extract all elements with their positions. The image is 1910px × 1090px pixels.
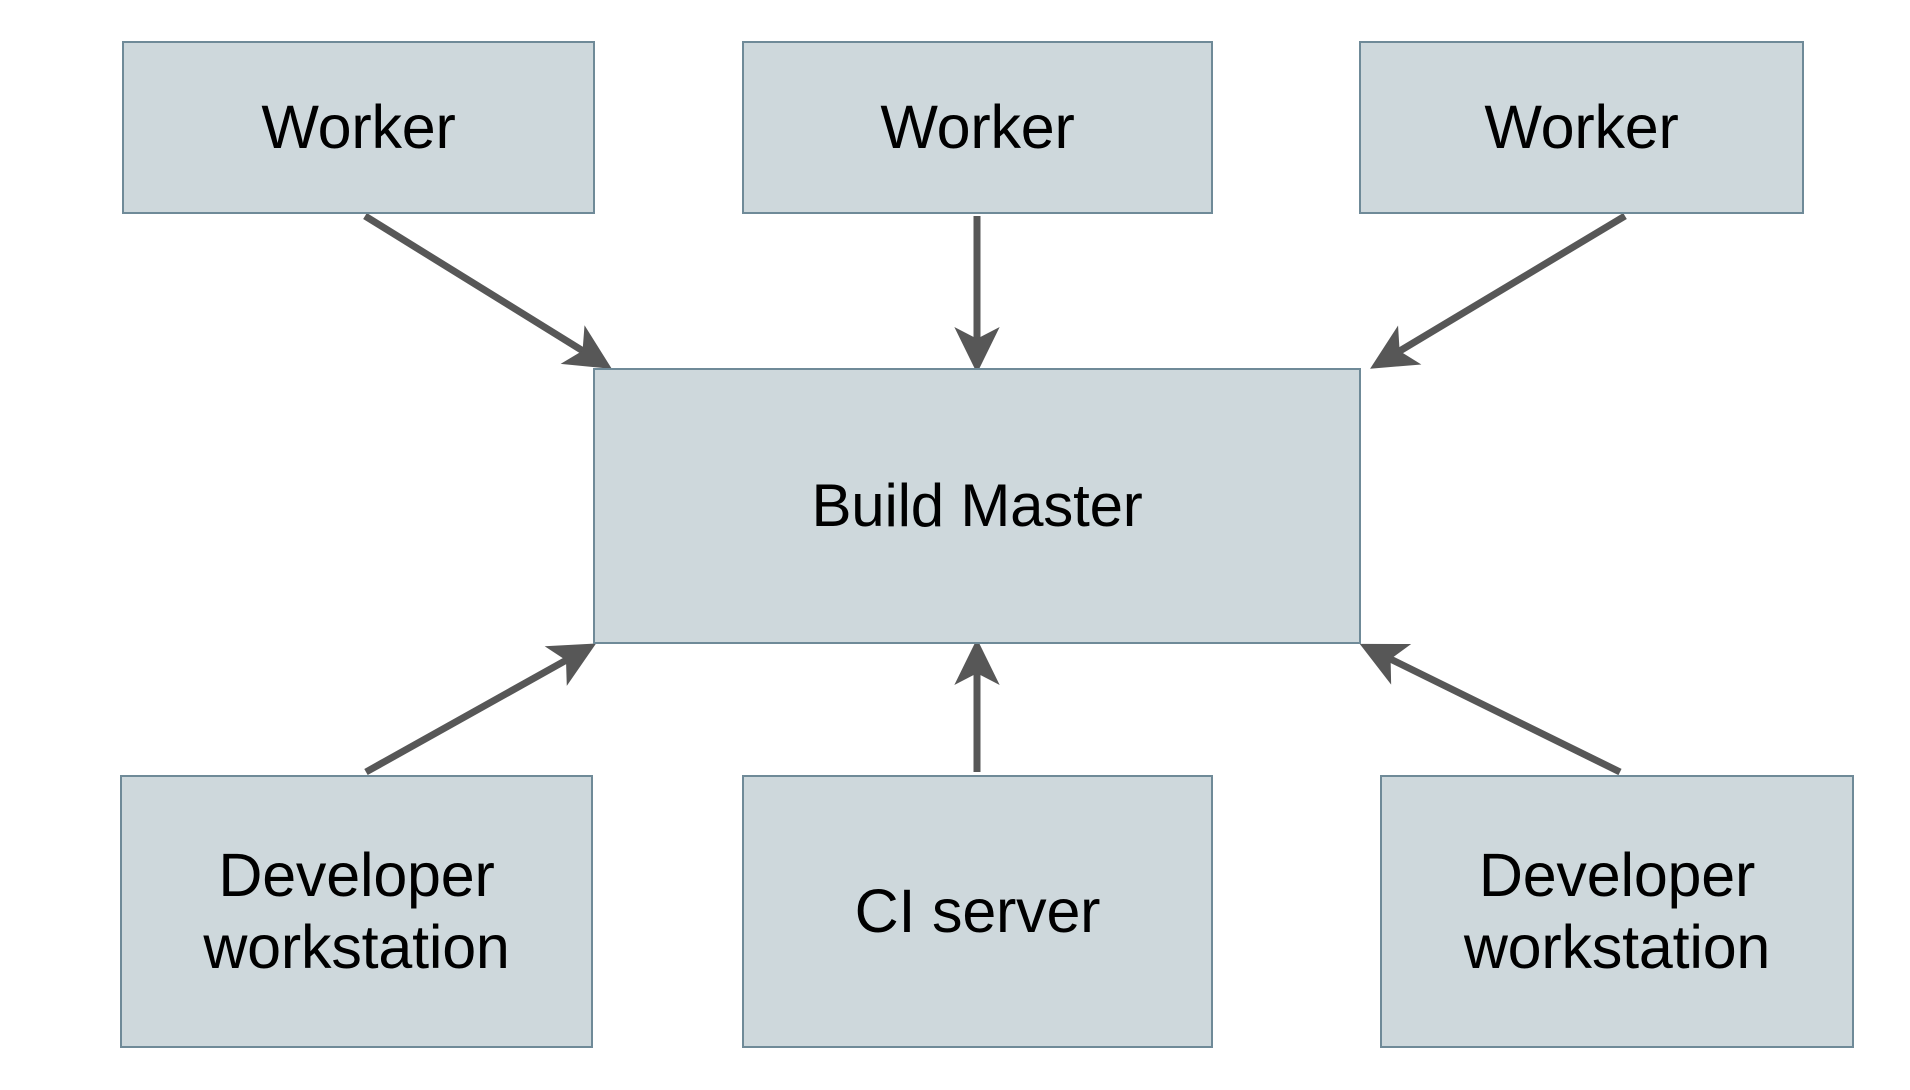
edge-worker-1-to-build-master: [363, 213, 612, 369]
node-worker-3-label: Worker: [1484, 92, 1679, 161]
node-build-master-label: Build Master: [811, 471, 1143, 539]
node-ci-server-label: CI server: [854, 876, 1101, 945]
node-developer-workstation-left[interactable]: Developer workstation: [120, 775, 593, 1048]
node-worker-2-label: Worker: [880, 92, 1075, 161]
node-worker-1-label: Worker: [261, 92, 456, 161]
node-developer-workstation-right[interactable]: Developer workstation: [1380, 775, 1854, 1048]
node-developer-workstation-left-label: Developer workstation: [203, 841, 510, 981]
node-worker-1[interactable]: Worker: [122, 41, 595, 214]
node-worker-2[interactable]: Worker: [742, 41, 1213, 214]
node-build-master[interactable]: Build Master: [593, 368, 1361, 644]
node-ci-server[interactable]: CI server: [742, 775, 1213, 1048]
edge-dev-right-to-build-master: [1359, 643, 1622, 776]
edge-worker-3-to-build-master: [1370, 212, 1627, 369]
node-developer-workstation-right-label: Developer workstation: [1463, 841, 1771, 981]
node-worker-3[interactable]: Worker: [1359, 41, 1804, 214]
edge-dev-left-to-build-master: [364, 643, 597, 776]
